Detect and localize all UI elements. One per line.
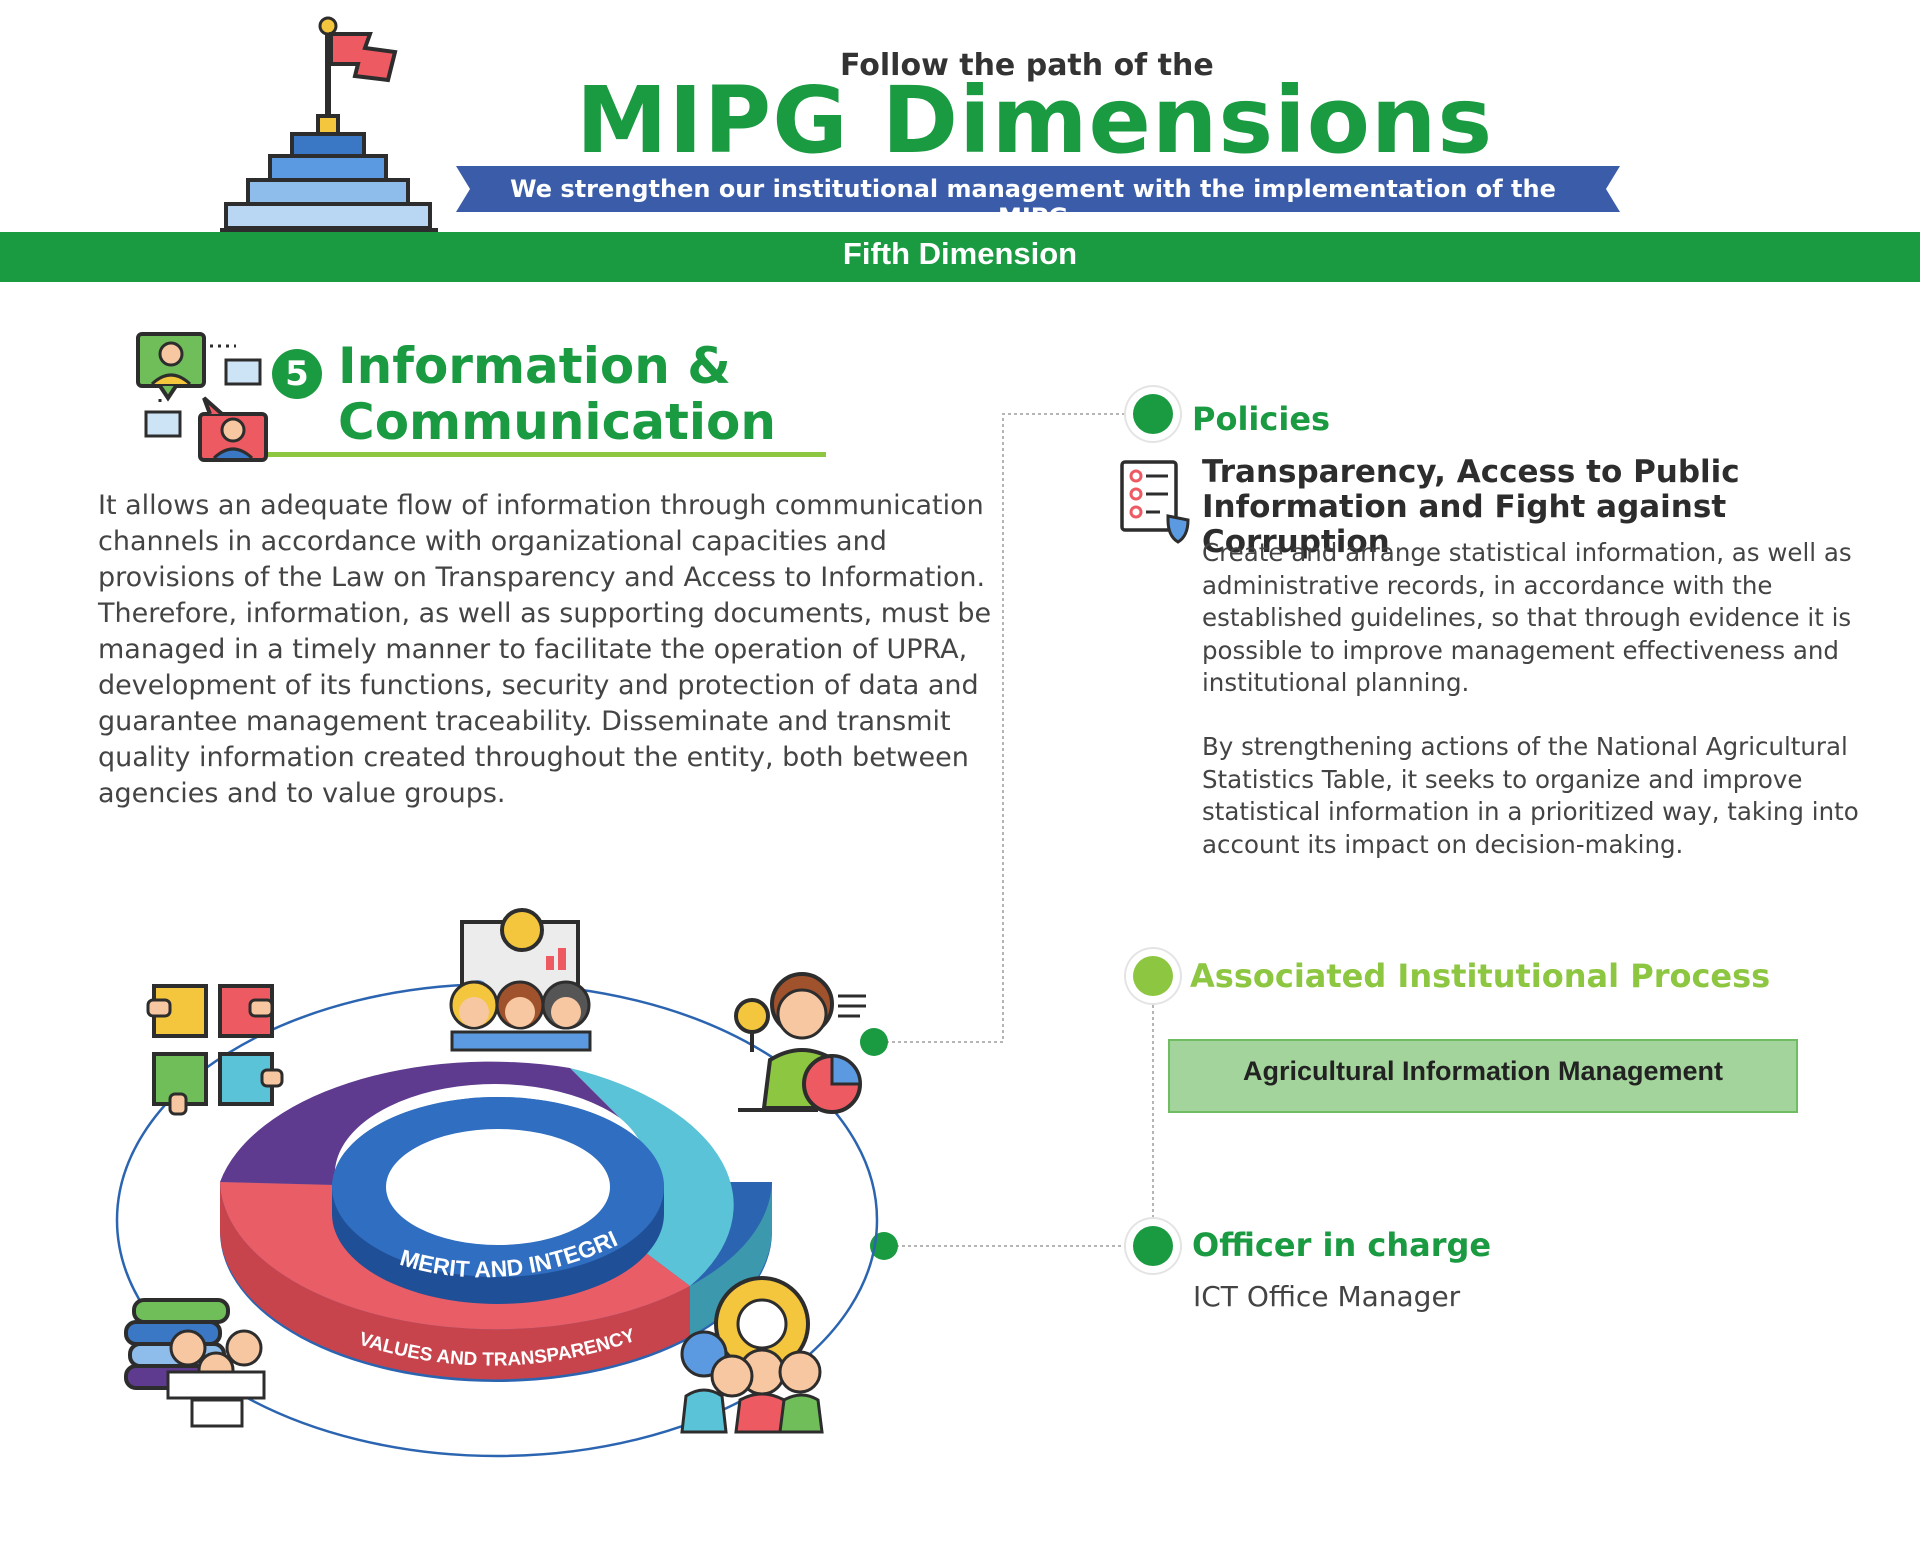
connector-policies [874,413,1126,1043]
section-description: It allows an adequate flow of informatio… [98,490,992,809]
ribbon-banner [456,166,1620,212]
header-intro: Follow the path of the [840,48,1214,83]
section-title-line2: Communication [338,393,776,451]
policy-paragraph-1: Create and arrange statistical informati… [1202,538,1852,697]
dimension-bar [0,232,1920,282]
section-title-line1: Information & [338,337,731,395]
dimension-bar-label: Fifth Dimension [842,236,1078,271]
dimension-number-badge: 5 [272,349,322,399]
pyramid-flag-icon [220,16,438,238]
ribbon-text: We strengthen our institutional manageme… [510,175,1556,231]
mipg-ring [220,1061,772,1382]
section-underline [268,452,826,457]
books-team-icon [124,1298,266,1428]
section-title: Information & Communication [338,338,776,450]
officer-value: ICT Office Manager [1193,1280,1461,1313]
puzzle-hands-icon [146,984,284,1116]
process-value: Agricultural Information Management [1242,1056,1724,1086]
process-box [1168,1039,1798,1113]
policy-paragraph-2: By strengthening actions of the National… [1202,732,1859,859]
policies-label: Policies [1192,400,1331,438]
policy-heading: Transparency, Access to Public Informati… [1202,454,1740,560]
connector-dot-top [860,1028,888,1056]
checklist-shield-icon [1120,460,1190,544]
process-node [1126,949,1180,1003]
policies-node [1126,387,1180,441]
presentation-team-icon [449,908,592,1052]
officer-label: Officer in charge [1192,1226,1492,1264]
process-label: Associated Institutional Process [1190,957,1771,995]
data-analyst-icon [734,972,866,1114]
chat-people-icon [136,332,268,462]
gear-team-icon [680,1276,824,1434]
page-title: MIPG Dimensions [576,67,1494,174]
officer-node [1126,1219,1180,1273]
